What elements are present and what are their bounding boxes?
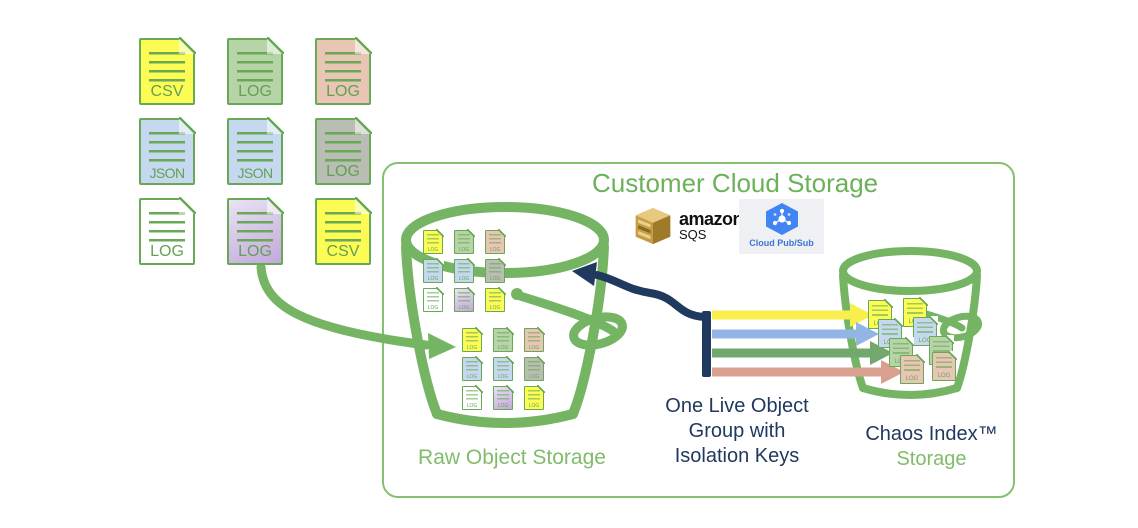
mini-log-file: LOG (493, 385, 514, 410)
mini-log-file: LOG (423, 287, 444, 312)
chaos-bucket-label: Chaos Index™ Storage (844, 422, 1019, 472)
doc-lines (325, 132, 361, 163)
log-file-icon: LOG (227, 197, 284, 265)
mini-log-file: LOG (932, 351, 957, 381)
doc-label: JSON (237, 165, 274, 181)
mini-log-file: LOG (524, 327, 545, 352)
mini-log-file: LOG (462, 385, 483, 410)
mini-log-file: LOG (454, 287, 475, 312)
doc-lines (237, 132, 273, 163)
sqs-wordmark: SQS (679, 227, 707, 242)
log-file-icon: LOG (227, 37, 284, 105)
mini-log-file: LOG (493, 327, 514, 352)
flow-label-line2: Group with (688, 420, 786, 442)
flow-label-line1: One Live Object (665, 395, 809, 417)
isolation-group-label: One Live Object Group with Isolation Key… (652, 394, 822, 469)
folded-corner-icon (355, 117, 372, 134)
mini-log-file: LOG (454, 229, 475, 254)
folded-corner-icon (267, 117, 284, 134)
sqs-logo-text: amazon SQS (679, 209, 744, 242)
doc-lines (149, 132, 185, 163)
log-file-icon: LOG (315, 117, 372, 185)
cloud-pubsub-logo: Cloud Pub/Sub (739, 199, 824, 254)
doc-label: LOG (238, 83, 272, 100)
doc-label: CSV (326, 243, 360, 260)
pubsub-label: Cloud Pub/Sub (749, 238, 814, 248)
mini-log-file: LOG (454, 258, 475, 283)
flow-label-line3: Isolation Keys (674, 445, 800, 467)
folded-corner-icon (179, 37, 196, 54)
folded-corner-icon (267, 197, 284, 214)
doc-lines (325, 212, 361, 243)
doc-label: JSON (149, 165, 186, 181)
chaos-bucket-files: LOG LOG LOG LOG LOG LOG LOG LOG (860, 294, 970, 390)
csv-file-icon: CSV (139, 37, 196, 105)
amazon-wordmark: amazon (679, 209, 744, 229)
mini-log-file: LOG (423, 258, 444, 283)
doc-lines (237, 212, 273, 243)
json-file-icon: JSON (227, 117, 284, 185)
csv-file-icon: CSV (315, 197, 372, 265)
folded-corner-icon (355, 197, 372, 214)
doc-label: LOG (150, 243, 184, 260)
cloud-box-title: Customer Cloud Storage (592, 168, 879, 198)
mini-log-file: LOG (462, 356, 483, 381)
mini-log-file: LOG (524, 385, 545, 410)
mini-log-file: LOG (524, 356, 545, 381)
folded-corner-icon (355, 37, 372, 54)
mini-log-file: LOG (485, 229, 506, 254)
doc-lines (325, 52, 361, 83)
raw-bucket-files-lower: LOG LOG LOG LOG LOG LOG LOG LOG LOG (462, 327, 545, 410)
doc-label: CSV (150, 83, 184, 100)
doc-label: LOG (238, 243, 272, 260)
log-file-icon: LOG (139, 197, 196, 265)
mini-log-file: LOG (423, 229, 444, 254)
pubsub-hexagon-icon (765, 203, 798, 235)
folded-corner-icon (267, 37, 284, 54)
doc-lines (149, 52, 185, 83)
mini-log-file: LOG (900, 354, 925, 384)
customer-cloud-storage-box: Customer Cloud Storage amazon SQS (382, 162, 1015, 498)
doc-lines (149, 212, 185, 243)
mini-log-file: LOG (485, 287, 506, 312)
chaos-label-name: Chaos Index™ (865, 423, 998, 445)
sqs-box-icon (635, 207, 671, 245)
mini-log-file: LOG (462, 327, 483, 352)
doc-label: LOG (326, 83, 360, 100)
doc-label: LOG (326, 163, 360, 180)
doc-lines (237, 52, 273, 83)
raw-bucket-label: Raw Object Storage (418, 446, 606, 469)
folded-corner-icon (179, 117, 196, 134)
folded-corner-icon (179, 197, 196, 214)
mini-log-file: LOG (485, 258, 506, 283)
chaos-label-storage: Storage (896, 448, 967, 470)
source-file-grid: CSV LOG LOG JSON JSON LOG LOG LOG (139, 37, 372, 265)
log-file-icon: LOG (315, 37, 372, 105)
mini-log-file: LOG (493, 356, 514, 381)
amazon-sqs-logo: amazon SQS (634, 204, 744, 248)
raw-bucket-files-upper: LOG LOG LOG LOG LOG LOG LOG LOG LOG (423, 229, 506, 312)
json-file-icon: JSON (139, 117, 196, 185)
